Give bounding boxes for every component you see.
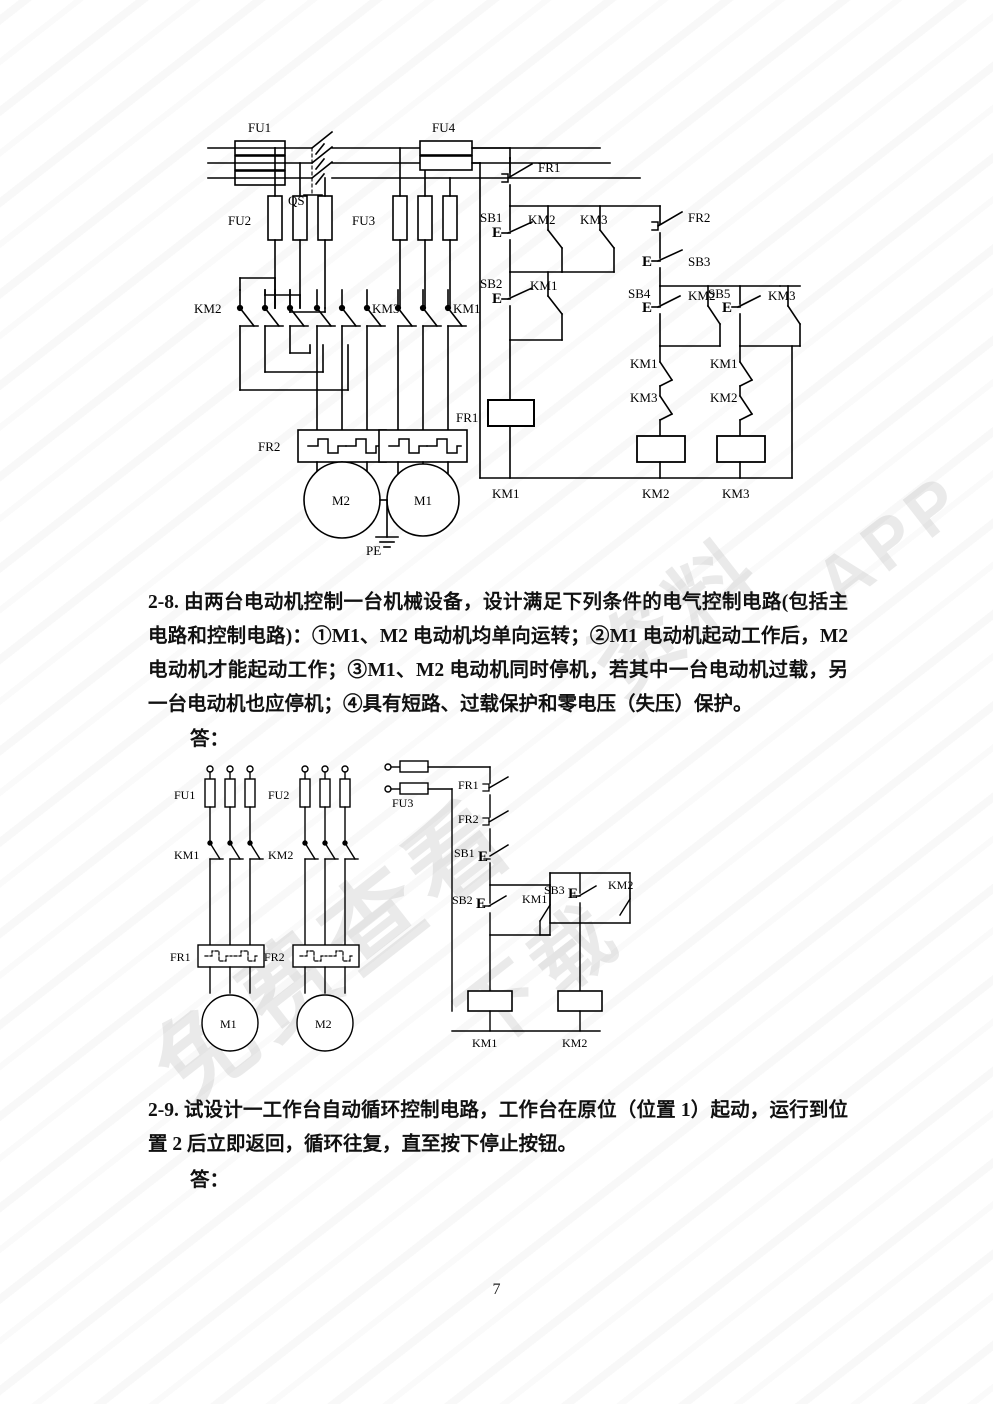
figure-2-svg: FU1 FU2 FU3 KM1 KM2 FR1 FR2 M1 M2 FR1 FR…: [170, 760, 633, 1052]
label-f2-fr2-ctrl: FR2: [458, 812, 479, 826]
label-pe: PE: [366, 543, 381, 558]
sb2-button-icon: E: [492, 291, 502, 307]
answer-label-2-8: 答：: [190, 729, 230, 750]
label-coil-km2: KM2: [642, 486, 669, 501]
circuit-diagram-figure-2: FU1 FU2 FU3 KM1 KM2 FR1 FR2 M1 M2 FR1 FR…: [160, 755, 640, 1060]
label-f2-sb3: SB3: [544, 883, 565, 897]
label-fu1: FU1: [248, 120, 271, 135]
label-f2-coil-km2: KM2: [562, 1036, 587, 1050]
label-km3-aux-a: KM3: [580, 212, 607, 227]
question-2-9-text: 2-9. 试设计一工作台自动循环控制电路，工作台在原位（位置 1）起动，运行到位…: [148, 1100, 848, 1155]
sb4-button-icon: E: [642, 300, 652, 316]
label-f2-motor-m1: M1: [220, 1017, 237, 1031]
label-km1-seal: KM1: [530, 278, 557, 293]
label-motor-m1: M1: [414, 493, 432, 508]
label-fu2: FU2: [228, 213, 251, 228]
label-f2-km2-main: KM2: [268, 848, 293, 862]
label-sb3: SB3: [688, 254, 710, 269]
label-f2-fu2: FU2: [268, 788, 289, 802]
page-number: 7: [492, 1281, 501, 1298]
label-sb2: SB2: [480, 276, 502, 291]
sb3-button-icon-f2: E: [568, 886, 578, 902]
label-f2-km2-seal: KM2: [608, 878, 633, 892]
label-coil-km3: KM3: [722, 486, 749, 501]
label-fu4: FU4: [432, 120, 456, 135]
label-fr2-main: FR2: [258, 439, 280, 454]
label-sb5: SB5: [708, 286, 730, 301]
label-km2-il: KM2: [710, 390, 737, 405]
label-km1-il-a: KM1: [630, 356, 657, 371]
label-f2-fu3: FU3: [392, 796, 413, 810]
label-fr2-ctrl: FR2: [688, 210, 710, 225]
label-f2-km1-seal: KM1: [522, 892, 547, 906]
label-km1-main: KM1: [453, 301, 480, 316]
label-f2-km1-main: KM1: [174, 848, 199, 862]
label-coil-km1: KM1: [492, 486, 519, 501]
label-f2-coil-km1: KM1: [472, 1036, 497, 1050]
label-motor-m2: M2: [332, 493, 350, 508]
label-f2-fr1-main: FR1: [170, 950, 191, 964]
label-fr1-ctrl: FR1: [538, 160, 560, 175]
label-f2-fr1-ctrl: FR1: [458, 778, 479, 792]
label-km3-aux-b: KM3: [768, 288, 795, 303]
label-f2-motor-m2: M2: [315, 1017, 332, 1031]
label-sb4: SB4: [628, 286, 651, 301]
label-f2-sb1: SB1: [454, 846, 475, 860]
label-sb1: SB1: [480, 210, 502, 225]
label-f2-fr2-main: FR2: [264, 950, 285, 964]
label-km1-il-b: KM1: [710, 356, 737, 371]
sb3-button-icon: E: [642, 254, 652, 270]
answer-label-2-9: 答：: [190, 1170, 230, 1191]
sb1-button-icon: E: [492, 225, 502, 241]
label-km2-aux-b: KM2: [688, 288, 715, 303]
label-qs: QS: [288, 193, 305, 208]
label-fr1-main: FR1: [456, 410, 478, 425]
label-f2-fu1: FU1: [174, 788, 195, 802]
sb5-button-icon: E: [722, 300, 732, 316]
sb1-button-icon-f2: E: [478, 849, 488, 865]
sb2-button-icon-f2: E: [476, 896, 486, 912]
label-f2-sb2: SB2: [452, 893, 473, 907]
label-km2-aux-a: KM2: [528, 212, 555, 227]
label-km3-il: KM3: [630, 390, 657, 405]
label-km3-main: KM3: [372, 301, 399, 316]
circuit-diagram-figure-1: FU1 QS FU2 FU3 FU4 KM2 KM3 KM1 FR2 FR1 M…: [180, 100, 820, 575]
figure-1-svg: FU1 QS FU2 FU3 FU4 KM2 KM3 KM1 FR2 FR1 M…: [194, 120, 802, 558]
question-2-8-text: 2-8. 由两台电动机控制一台机械设备，设计满足下列条件的电气控制电路(包括主电…: [148, 592, 848, 715]
label-km2-main: KM2: [194, 301, 221, 316]
label-fu3: FU3: [352, 213, 375, 228]
